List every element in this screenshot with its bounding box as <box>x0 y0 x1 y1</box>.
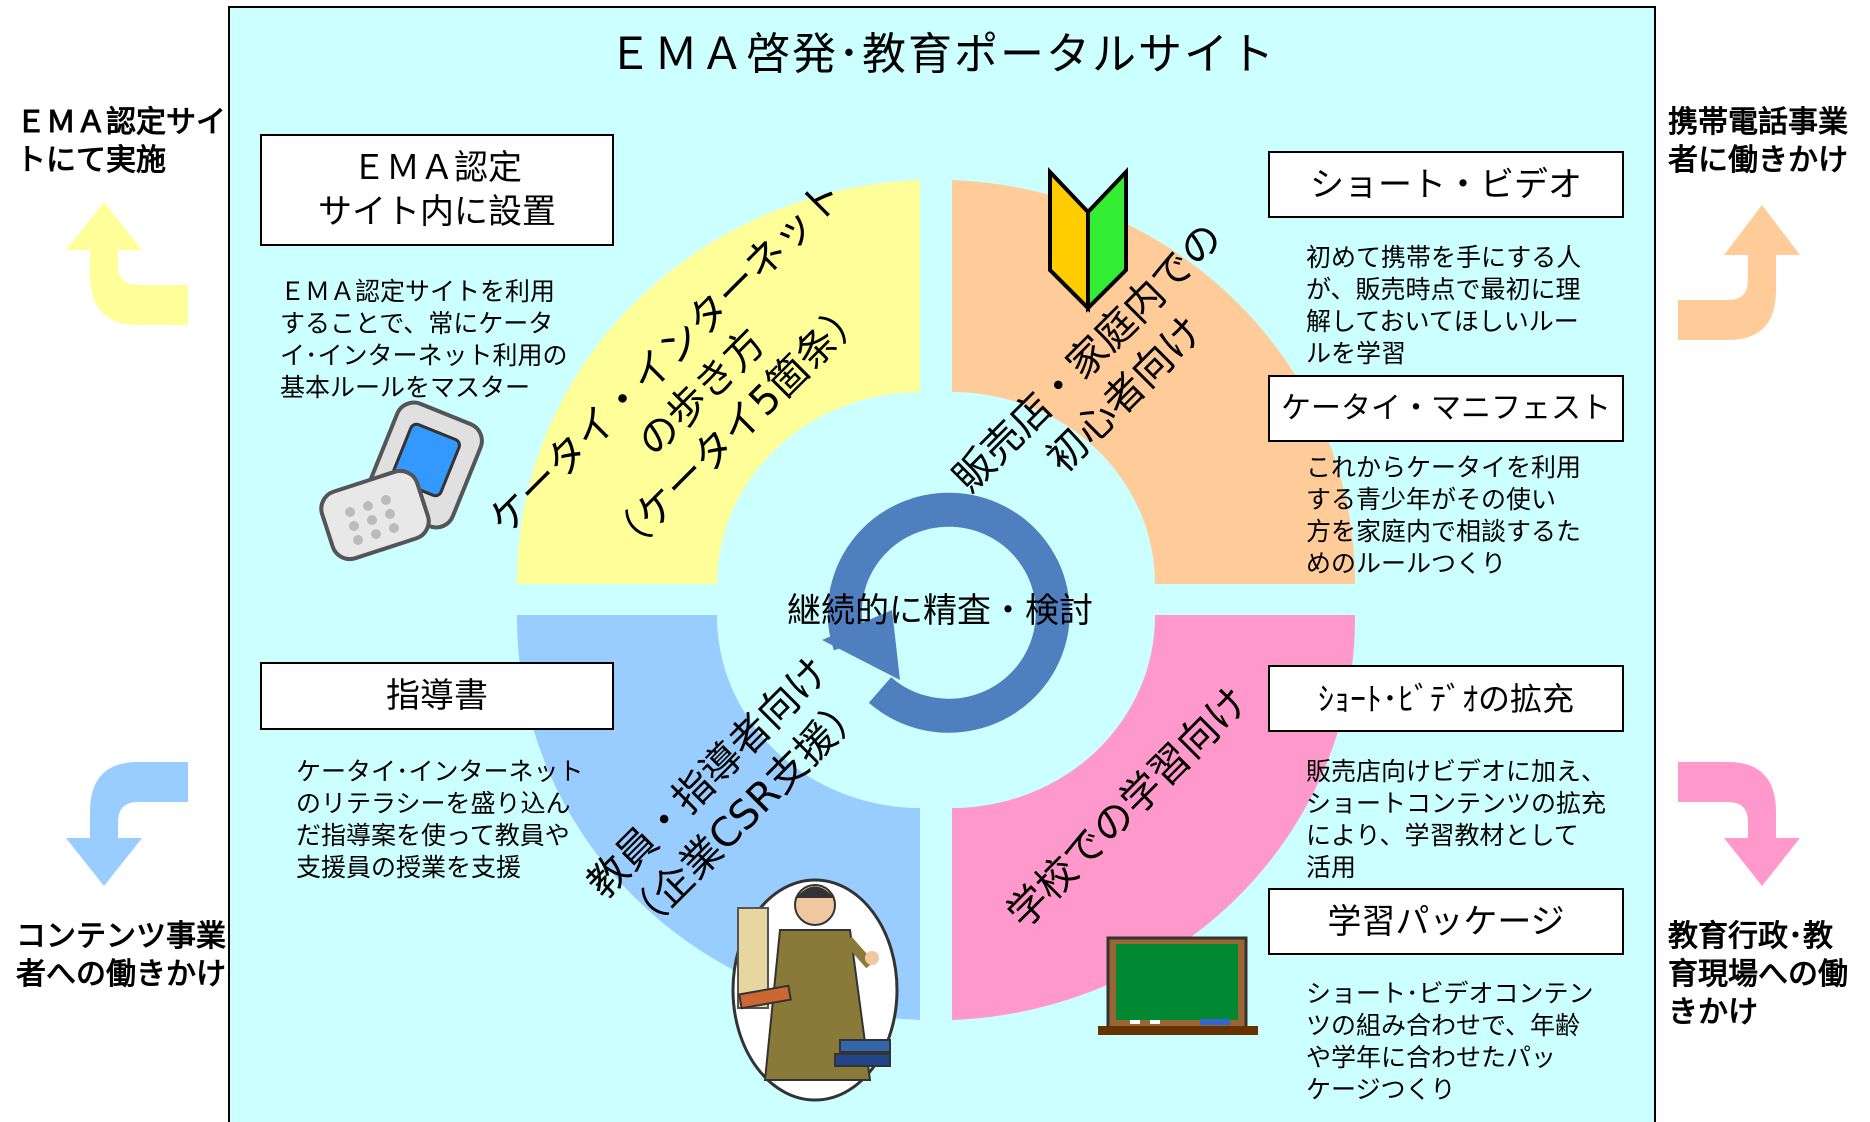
desc-ketai-manifest: これからケータイを利用 する青少年がその使い 方を家庭内で相談するた めのルール… <box>1306 453 1582 578</box>
desc-learning-package: ショート･ビデオコンテン ツの組み合わせで、年齢 や学年に合わせたパッ ケージつ… <box>1306 979 1594 1104</box>
side-label-bottom-left: コンテンツ事業 者への働きかけ <box>16 919 226 992</box>
box-learning-package: 学習パッケージ <box>1268 888 1624 955</box>
page-title: ＥＭＡ啓発･教育ポータルサイト <box>608 29 1276 80</box>
desc-short-video-expand: 販売店向けビデオに加え、 ショートコンテンツの拡充 により、学習教材として 活用 <box>1306 757 1607 882</box>
side-label-top-right: 携帯電話事業 者に働きかけ <box>1668 105 1848 178</box>
box-ketai-manifest: ケータイ・マニフェスト <box>1268 375 1624 442</box>
up-arrow-top-right-icon <box>1678 205 1800 340</box>
down-arrow-bottom-right-icon <box>1678 762 1800 886</box>
desc-short-video: 初めて携帯を手にする人 が、販売時点で最初に理 解しておいてほしいルー ルを学習 <box>1306 243 1582 368</box>
cycle-arrow-icon <box>822 492 1070 733</box>
down-arrow-bottom-left-icon <box>66 762 188 886</box>
desc-guidebook: ケータイ･インターネット のリテラシーを盛り込ん だ指導案を使って教員や 支援員… <box>296 757 584 882</box>
up-arrow-top-left-icon <box>66 202 188 325</box>
box-ema-site: ＥＭＡ認定 サイト内に設置 <box>260 134 614 246</box>
quadrant-bottom-right <box>952 615 1356 1020</box>
quadrant-top-left <box>516 180 920 584</box>
center-label: 継続的に精査・検討 <box>787 591 1093 631</box>
beginner-mark-icon <box>1048 166 1128 313</box>
teacher-icon <box>731 878 899 1102</box>
side-label-top-left: ＥＭＡ認定サイ トにて実施 <box>16 105 226 178</box>
box-short-video-expand: ｼｮｰﾄ･ﾋﾞﾃﾞｵの拡充 <box>1268 665 1624 732</box>
mobile-phone-icon <box>319 400 484 562</box>
side-label-bottom-right: 教育行政･教 育現場への働 きかけ <box>1668 919 1848 1030</box>
chalkboard-icon <box>1098 936 1258 1035</box>
desc-ema-site: ＥＭＡ認定サイトを利用 することで、常にケータ イ･インターネット利用の 基本ル… <box>280 277 568 402</box>
box-short-video: ショート・ビデオ <box>1268 151 1624 218</box>
box-guidebook: 指導書 <box>260 662 614 730</box>
quadrant-top-right <box>952 180 1356 584</box>
